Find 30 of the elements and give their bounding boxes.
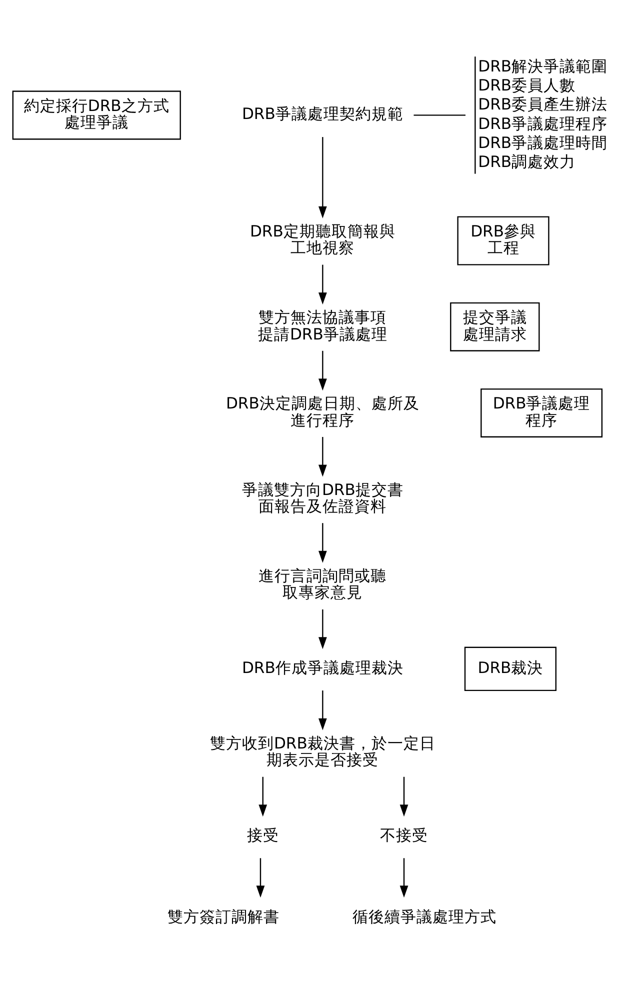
- node-text: DRB解決爭議範圍 DRB委員人數 DRB委員產生辦法 DRB爭議處理程序 DRB爭議處理時間 DRB調處效力: [478, 56, 608, 171]
- arrow: [400, 776, 408, 816]
- arrow: [318, 608, 327, 649]
- arrow: [318, 136, 327, 218]
- node-text: DRB決定調處日期、處所及進行程序: [226, 394, 420, 429]
- arrow: [318, 264, 327, 304]
- arrow: [400, 858, 408, 898]
- node-text: 爭議雙方向DRB提交書面報告及佐證資料: [242, 480, 404, 516]
- node-box: DRB參與工程: [457, 216, 550, 265]
- node-text: DRB定期聽取簡報與工地視察: [250, 222, 396, 257]
- arrow: [318, 350, 327, 390]
- node-text: 不接受: [380, 826, 428, 844]
- node-text: DRB爭議處理契約規範: [242, 104, 404, 123]
- arrow: [318, 436, 327, 476]
- node-box: 提交爭議處理請求: [450, 302, 540, 351]
- node-text: 接受: [246, 826, 279, 844]
- connector: [414, 114, 466, 116]
- node-box: DRB裁決: [464, 646, 556, 691]
- node-text: 雙方無法協議事項提請DRB爭議處理: [258, 308, 388, 343]
- arrow: [318, 522, 327, 562]
- node-box: 約定採行DRB之方式處理爭議: [12, 90, 181, 140]
- node-text: DRB作成爭議處理裁決: [242, 658, 404, 676]
- arrow: [256, 858, 265, 898]
- node-text: 雙方簽訂調解書: [167, 907, 280, 926]
- node-text: 雙方收到DRB裁決書，於一定日期表示是否接受: [210, 734, 436, 769]
- node-text: 進行言詞詢問或聽取專家意見: [258, 566, 387, 602]
- arrow: [258, 776, 268, 816]
- arrow: [318, 690, 327, 730]
- node-box: DRB爭議處理程序: [480, 388, 603, 437]
- node-text: 循後續爭議處理方式: [352, 907, 496, 926]
